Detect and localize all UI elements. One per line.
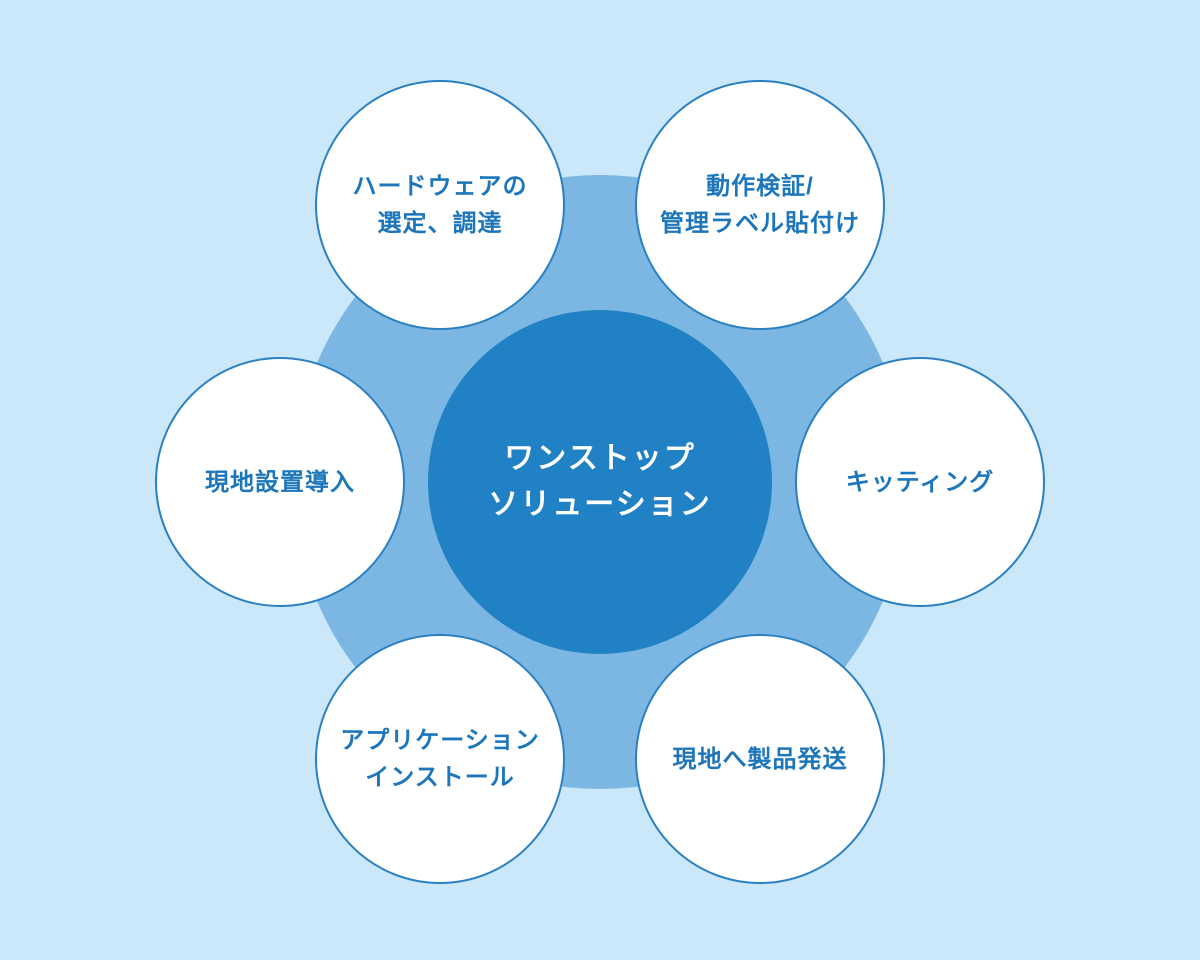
satellite-label-line: 現地設置導入	[205, 468, 355, 496]
satellite-label-line: 管理ラベル貼付け	[660, 210, 860, 237]
satellite-label-line: キッティング	[845, 468, 995, 496]
center-label-line: ソリューション	[488, 488, 712, 521]
satellite-circle-kitting: キッティング	[795, 357, 1045, 607]
satellite-label-line: 現地へ製品発送	[672, 745, 848, 773]
satellite-circle-verification-labeling: 動作検証/ 管理ラベル貼付け	[635, 80, 885, 330]
satellite-label-line: 動作検証/	[706, 173, 814, 200]
center-circle: ワンストップ ソリューション	[428, 310, 772, 654]
satellite-circle-hardware-selection: ハードウェアの 選定、調達	[315, 80, 565, 330]
center-label: ワンストップ ソリューション	[488, 436, 711, 528]
satellite-label-line: インストール	[365, 764, 515, 791]
satellite-label-line: 選定、調達	[377, 210, 503, 237]
satellite-circle-product-shipping: 現地へ製品発送	[635, 634, 885, 884]
satellite-label-line: アプリケーション	[340, 727, 540, 754]
satellite-label-line: ハードウェアの	[352, 173, 528, 200]
center-label-line: ワンストップ	[504, 442, 696, 475]
satellite-circle-onsite-installation: 現地設置導入	[155, 357, 405, 607]
satellite-circle-application-install: アプリケーション インストール	[315, 634, 565, 884]
